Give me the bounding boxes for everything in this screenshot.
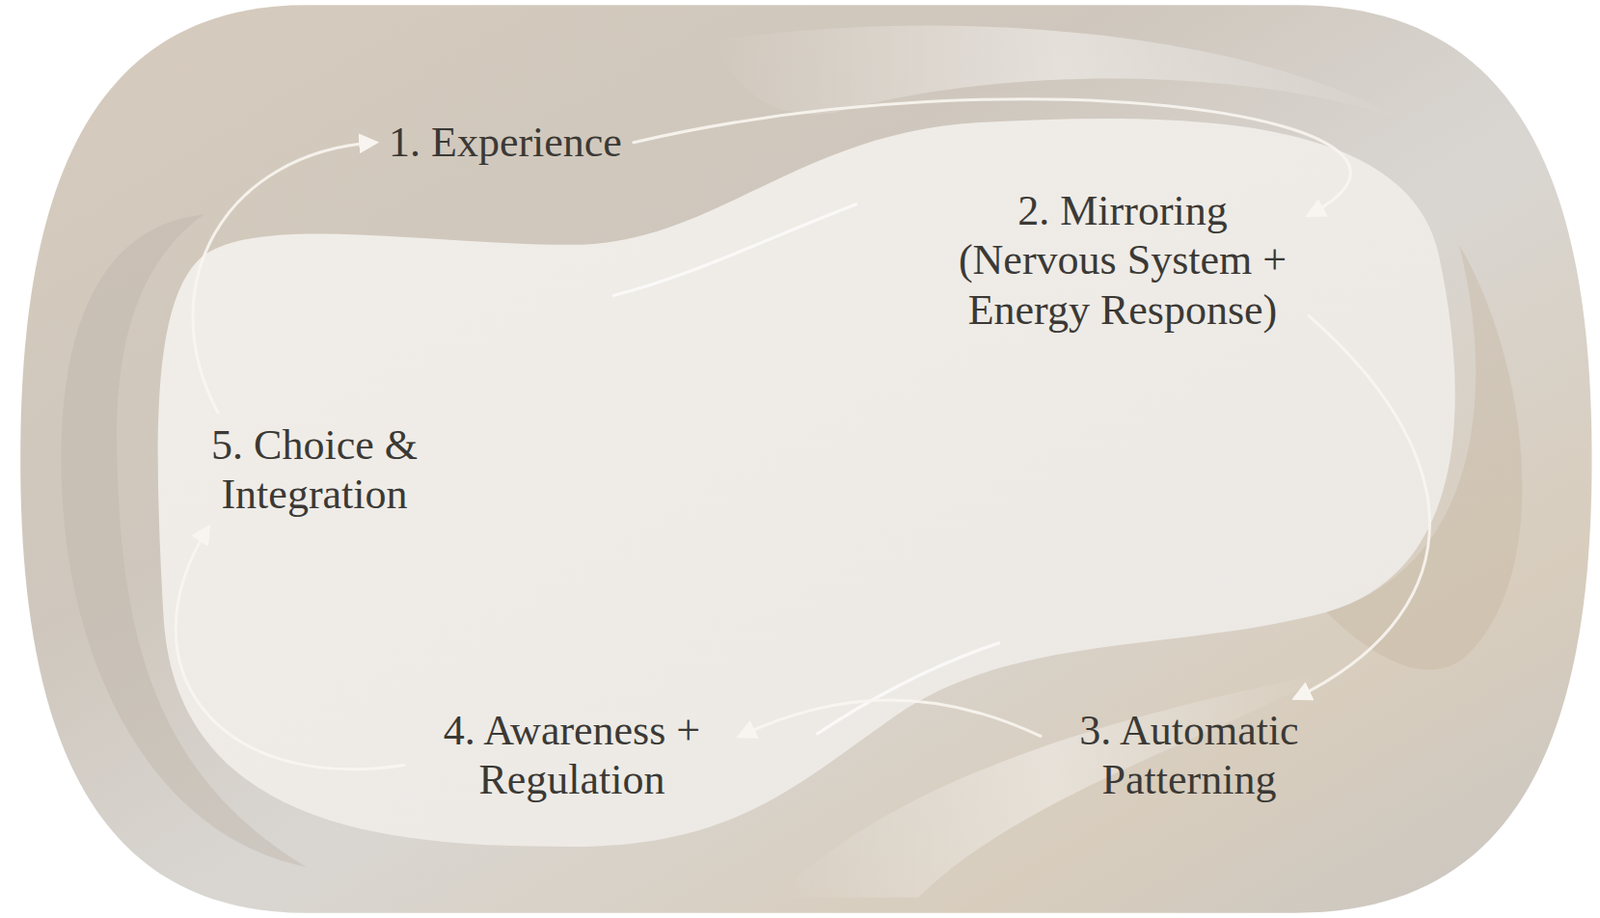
inner-field xyxy=(158,118,1456,847)
stage-label: 1. Experience xyxy=(388,117,623,167)
field-streak xyxy=(612,204,858,297)
stage-label: 3. Automatic Patterning xyxy=(1054,705,1325,806)
stage-label: 5. Choice & Integration xyxy=(189,420,440,520)
outer-band xyxy=(20,4,1592,913)
field-streak xyxy=(815,642,1000,734)
cycle-arrow xyxy=(633,99,1351,216)
stage-label: 4. Awareness + Regulation xyxy=(417,705,727,806)
cycle-arrow xyxy=(175,527,405,770)
cycle-stage: 2. Mirroring (Nervous System + Energy Re… xyxy=(944,186,1302,335)
cycle-arrow xyxy=(739,700,1041,737)
band-sheen xyxy=(714,26,1409,123)
stage-label: 2. Mirroring (Nervous System + Energy Re… xyxy=(944,186,1302,335)
cycle-stage: 1. Experience xyxy=(388,117,623,167)
cycle-stage: 4. Awareness + Regulation xyxy=(417,705,727,806)
cycle-stage: 5. Choice & Integration xyxy=(189,420,440,520)
cycle-arrow xyxy=(192,142,376,413)
cycle-arrow xyxy=(1295,315,1430,699)
cycle-stage: 3. Automatic Patterning xyxy=(1054,705,1325,806)
